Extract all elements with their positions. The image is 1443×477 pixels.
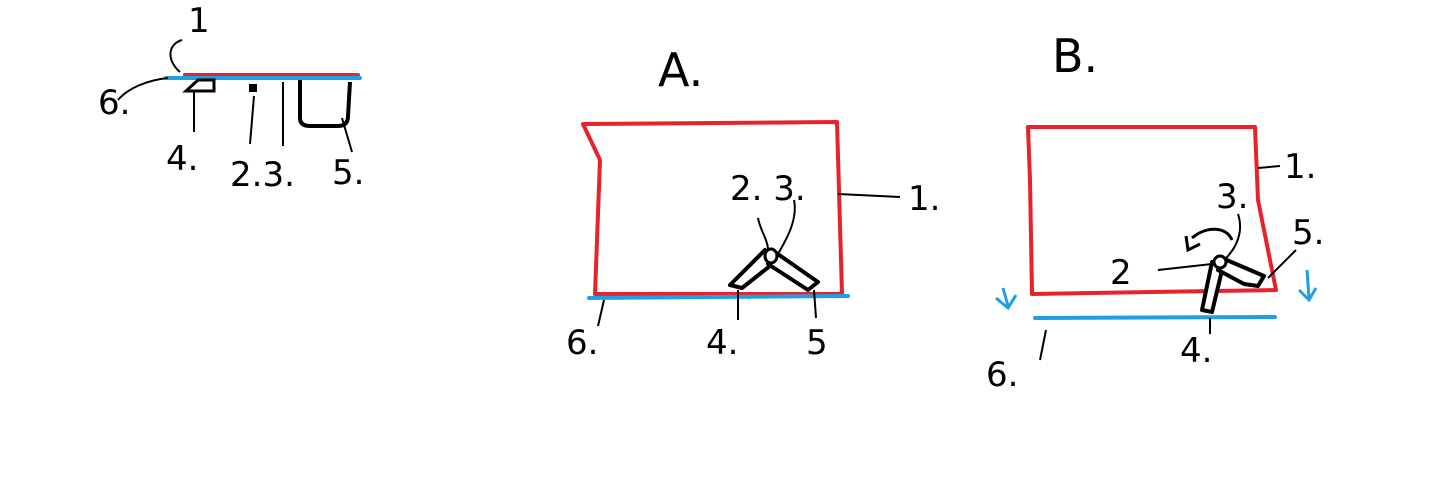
overview-foot-left-label: 4. [166,139,198,179]
panel-b-frame-label: 1. [1284,147,1316,187]
overview-pin-dot [249,84,257,92]
panel-b-leg-right-label: 5. [1292,213,1324,253]
panel-b-pivot [1212,254,1228,270]
overview-foot-right-label: 5. [332,153,364,193]
overview-ground-label: 6. [98,83,130,123]
panel-a-pins-label: 2. 3. [730,169,806,209]
down-arrow-icon [995,287,1018,311]
overview-frame-label: 1 [188,1,210,41]
panel-b-ground-leader [1039,329,1047,361]
panel-a-ground-label: 6. [566,323,598,363]
panel-a: A. 2. 3. 1. 6. 4. 5 [566,43,940,363]
panel-b-pin-mid-label: 2 [1110,253,1132,293]
overview-foot-left [182,78,216,93]
panel-a-ground [587,294,850,300]
panel-b-frame [1026,125,1278,296]
panel-a-frame-label: 1. [908,179,940,219]
panel-a-pin3-leader [777,199,796,255]
panel-a-ground-leader [597,299,605,327]
down-arrow-icon [1297,269,1318,303]
overview-frame-leader [169,39,183,73]
overview-foot-right-leader [341,117,353,153]
overview-ground-leader [117,77,169,101]
panel-b-ground [1033,315,1277,320]
panel-a-frame [581,120,844,296]
panel-a-pin2-leader [757,217,769,251]
panel-a-leg-right-label: 5 [806,323,828,363]
panel-a-pivot [763,247,779,265]
panel-a-title: A. [658,43,703,97]
panel-b: B. 1. 3. 2 5. 4. [986,29,1324,395]
overview-pin-leader [249,95,255,145]
panel-b-title: B. [1052,29,1098,83]
panel-b-pin-top-label: 3. [1216,177,1248,217]
overview-diagram: 1 6. 4. 2.3. 5. [98,1,364,195]
overview-foot-right [298,80,352,128]
panel-b-frame-leader [1257,165,1281,169]
rotate-arrow-icon [1184,227,1234,253]
panel-b-pin-top-leader [1225,213,1242,259]
panel-b-leg-down-label: 4. [1180,331,1212,371]
panel-b-ground-label: 6. [986,355,1018,395]
panel-a-leg-left-label: 4. [706,323,738,363]
panel-b-pin-mid-leader [1157,263,1213,271]
panel-a-leg-right-leader [813,289,817,319]
overview-pins-label: 2.3. [230,155,295,195]
panel-b-leg-right-leader [1267,249,1297,279]
panel-a-frame-leader [837,193,901,198]
